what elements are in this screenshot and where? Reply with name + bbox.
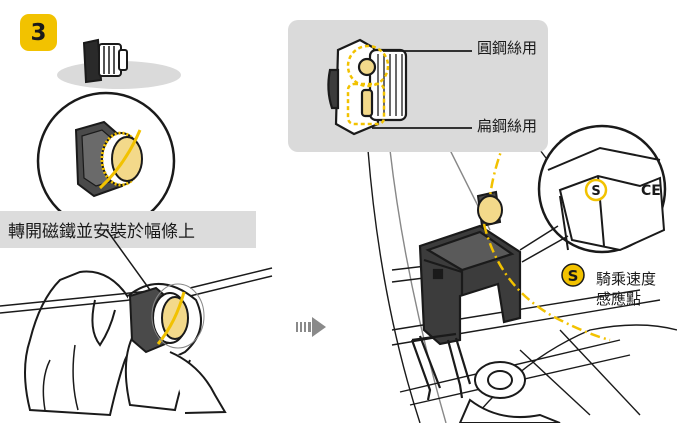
magnet-side-view [327,38,408,136]
flat-spoke-label: 扁鋼絲用 [477,117,538,135]
sensor-point-badge-icon [561,263,585,287]
sensor-closeup: S CE [537,124,667,254]
ce-mark-text: CE [641,183,661,199]
magnet-closeup [36,91,176,231]
wheel-hub [458,361,561,424]
small-magnet-icon [82,38,128,84]
callout-line-right [519,225,559,251]
arrow-right-icon [296,317,326,337]
callout-line-left [105,228,151,291]
instruction-banner-bg [0,211,256,248]
step-number: 3 [20,14,57,51]
sensor-strap [410,332,472,401]
instruction-text: 轉開磁鐵並安裝於幅條上 [8,222,195,242]
callout-line-right-2 [521,235,569,263]
magnet-on-spoke [128,283,205,354]
speed-sensor [418,224,522,346]
callout-leader-lines [372,50,472,129]
sensor-point-label-line2: 感應點 [596,290,642,308]
magnet-mounted [476,190,503,228]
s-mark-text: S [591,184,600,199]
spoke-slot-highlights [346,44,390,126]
sensor-point-badge-text: S [568,267,579,285]
sensor-point-label-line1: 騎乘速度 [596,270,657,288]
round-spoke-label: 圓鋼絲用 [477,39,538,57]
spoke-lines-left [0,267,273,314]
s-mark-icon [584,178,608,202]
